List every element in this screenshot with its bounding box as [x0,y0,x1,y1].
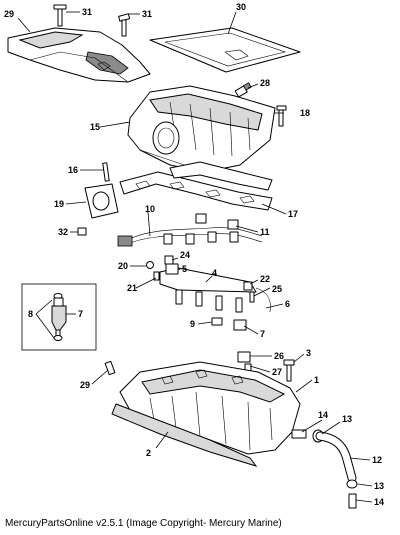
callout-16: 16 [68,165,78,175]
callout-7-detail: 7 [78,309,83,319]
callout-3: 3 [306,348,311,358]
sensor-27 [234,82,252,98]
callout-6: 6 [285,299,290,309]
callout-8: 8 [28,309,33,319]
callout-1: 1 [314,375,319,385]
clip-22 [243,281,253,291]
bolt-31-left [53,4,67,27]
callout-13-lower: 13 [374,481,384,491]
callout-19: 19 [54,199,64,209]
callout-2: 2 [146,448,151,458]
callout-14-lower: 14 [374,497,384,507]
callout-4: 4 [212,268,217,278]
callout-labels: 31 31 29 30 28 18 15 16 19 17 32 10 11 2… [4,2,384,507]
callout-11: 11 [260,227,270,237]
stud-16 [102,162,110,182]
callout-23: 24 [180,250,190,260]
injector-harness-10 [117,213,263,247]
callout-22: 22 [260,274,270,284]
callout-31-right: 31 [142,9,152,19]
manifold-gasket-2 [111,403,258,467]
bolt-3 [283,359,295,382]
callout-32: 32 [58,227,68,237]
callout-14-upper: 14 [318,410,328,420]
callout-17: 17 [288,209,298,219]
clip-9 [211,317,223,326]
callout-7-main: 7 [260,329,265,339]
plug-32 [77,227,87,236]
intake-gaskets-17 [119,161,273,211]
leader-lines [17,11,373,503]
callout-13-upper: 13 [342,414,352,424]
bolt-24 [249,291,255,303]
callout-10: 10 [145,204,155,214]
bolt-18 [276,105,287,127]
callout-24: 25 [272,284,282,294]
fitting-14-upper [291,429,307,439]
throttle-gasket-19 [84,183,119,219]
fitting-14-lower [348,493,357,509]
decal-sheet-30 [149,27,301,73]
callout-28: 29 [80,380,90,390]
callout-31-left: 31 [82,7,92,17]
callout-27: 28 [260,78,270,88]
callout-30: 30 [236,2,246,12]
injector-7 [233,319,247,331]
callout-25: 26 [274,351,284,361]
engine-cover-29 [7,27,151,83]
screw-21 [153,271,160,281]
injector-detail-box [21,283,97,351]
callout-26: 27 [272,367,282,377]
callout-5: 5 [182,264,187,274]
callout-15: 15 [90,122,100,132]
lower-intake-1 [119,361,301,455]
clamp-13-lower [346,479,358,489]
callout-12: 12 [372,455,382,465]
callout-29: 29 [4,9,14,19]
bolt-28 [104,360,116,376]
o-ring-20 [146,261,154,269]
upper-intake-15 [127,85,276,173]
bolt-31-right [118,13,131,37]
fitting-23 [164,255,174,265]
hose-12 [315,431,357,483]
callout-18: 18 [300,108,310,118]
callout-20: 20 [118,261,128,271]
callout-9: 9 [190,319,195,329]
sensor-25 [237,351,251,363]
copyright-caption: MercuryPartsOnline v2.5.1 (Image Copyrig… [5,518,282,529]
regulator-5 [165,263,179,275]
callout-21: 21 [127,283,137,293]
